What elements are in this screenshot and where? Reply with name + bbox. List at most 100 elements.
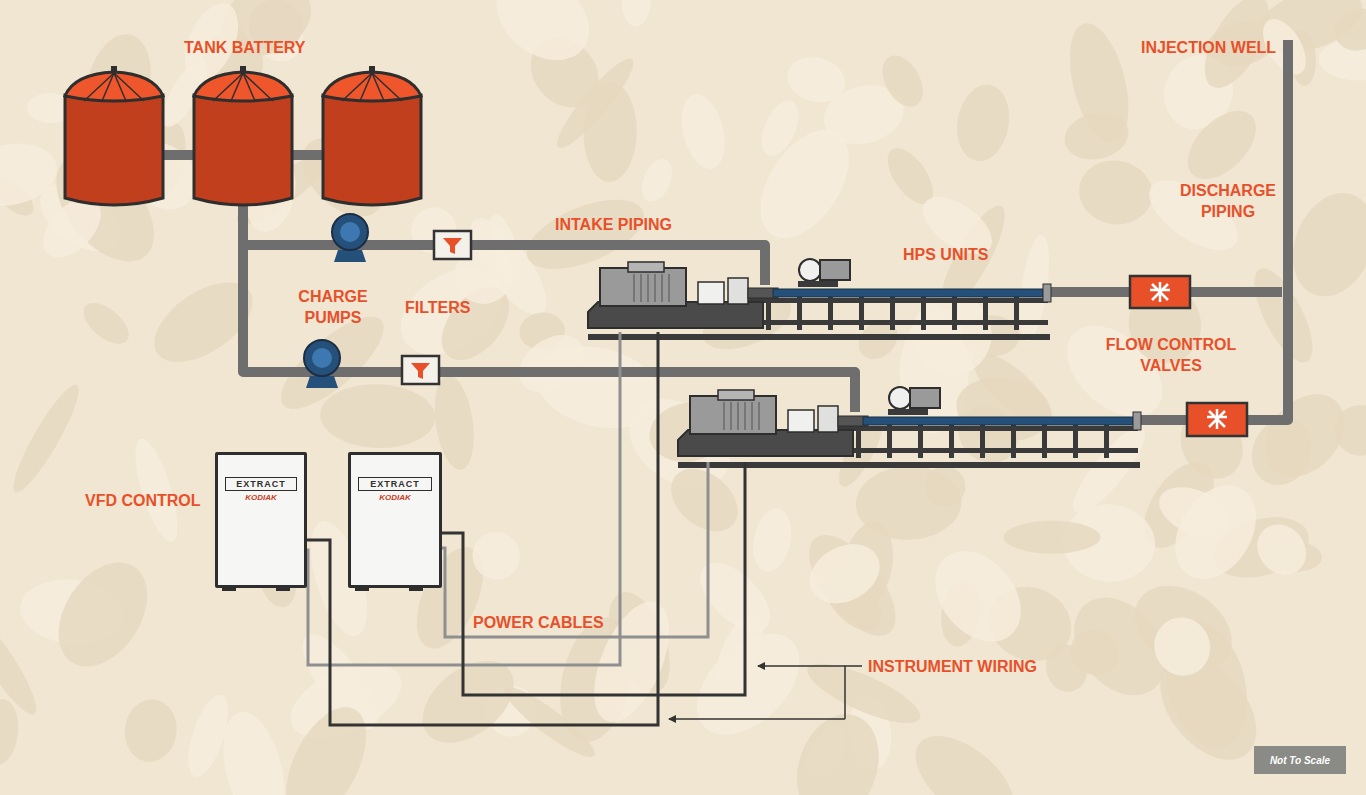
coupling bbox=[788, 410, 814, 432]
texture-blob bbox=[1063, 622, 1126, 683]
note-text: Not To Scale bbox=[1270, 755, 1330, 766]
texture-blob bbox=[952, 371, 1055, 446]
roof-rib bbox=[231, 73, 243, 101]
pump-barrel bbox=[863, 417, 1133, 425]
callout-label: HPS UNITS bbox=[903, 246, 988, 263]
post bbox=[1042, 423, 1047, 458]
charge-pump bbox=[332, 214, 368, 262]
texture-blob bbox=[508, 323, 594, 404]
instrument-wiring bbox=[290, 332, 745, 725]
motor-fin bbox=[730, 402, 732, 430]
texture-blob bbox=[748, 505, 797, 575]
mount bbox=[888, 409, 928, 415]
texture-blob bbox=[921, 463, 969, 511]
texture-blob bbox=[40, 546, 165, 683]
post bbox=[766, 295, 771, 330]
texture-blob bbox=[1334, 404, 1366, 457]
piping bbox=[160, 40, 1288, 420]
label-box: TANK BATTERY bbox=[184, 37, 305, 58]
roof-vent bbox=[111, 66, 117, 73]
motor-fin bbox=[758, 402, 760, 430]
post bbox=[949, 423, 954, 458]
label-box: POWER CABLES bbox=[473, 612, 604, 633]
label-box: FILTERS bbox=[405, 297, 470, 318]
texture-blob bbox=[621, 0, 653, 27]
label-box: CHARGE PUMPS bbox=[291, 286, 375, 328]
hps-unit bbox=[678, 387, 1141, 468]
callout-label: FLOW CONTROL VALVES bbox=[1106, 336, 1237, 374]
pump-barrel bbox=[773, 289, 1043, 297]
texture-blob bbox=[678, 615, 818, 754]
roof-rib bbox=[243, 73, 273, 101]
texture-blob bbox=[951, 80, 1015, 165]
callout-label: POWER CABLES bbox=[473, 614, 604, 631]
post bbox=[1073, 423, 1078, 458]
texture-blob bbox=[874, 49, 931, 114]
texture-blob bbox=[1175, 98, 1268, 191]
texture-blob bbox=[675, 90, 732, 174]
texture-blob bbox=[0, 136, 63, 214]
roof-rib bbox=[372, 73, 384, 101]
texture-blob bbox=[5, 379, 88, 498]
tank bbox=[65, 66, 163, 205]
texture-blob bbox=[213, 706, 296, 795]
post bbox=[1011, 423, 1016, 458]
texture-blob bbox=[1168, 399, 1255, 490]
texture-blob bbox=[1159, 470, 1273, 594]
leader-line bbox=[669, 666, 862, 719]
motor-box bbox=[718, 390, 754, 400]
roof-rib bbox=[114, 73, 144, 101]
texture-blob bbox=[1004, 521, 1101, 554]
post bbox=[859, 295, 864, 330]
roof-vent bbox=[240, 66, 246, 73]
flow-control-valve bbox=[1187, 403, 1247, 436]
flow-control-valve bbox=[1130, 276, 1190, 308]
post bbox=[890, 295, 895, 330]
texture-blob bbox=[783, 703, 892, 795]
rail bbox=[838, 426, 1138, 431]
label-box: INJECTION WELL bbox=[1141, 37, 1276, 58]
rail bbox=[838, 448, 1138, 453]
tank bbox=[194, 66, 292, 205]
callout-label: DISCHARGE PIPING bbox=[1180, 182, 1276, 220]
post bbox=[1104, 423, 1109, 458]
texture-blob bbox=[579, 591, 685, 733]
vfd-cabinet: EXTRACTKODIAK bbox=[348, 452, 442, 588]
tank-roof bbox=[323, 72, 421, 101]
texture-blob bbox=[636, 154, 678, 206]
callout-label: INJECTION WELL bbox=[1141, 39, 1276, 56]
coupling bbox=[698, 282, 724, 304]
hps-unit bbox=[588, 259, 1051, 340]
label-box: DISCHARGE PIPING bbox=[1172, 180, 1284, 222]
texture-blob bbox=[782, 51, 850, 109]
texture-blob bbox=[549, 51, 642, 155]
texture-blob bbox=[76, 295, 135, 351]
hps-units bbox=[588, 259, 1141, 468]
post bbox=[921, 295, 926, 330]
texture-blob bbox=[319, 382, 436, 450]
flange bbox=[1043, 284, 1051, 302]
motor-fin bbox=[751, 402, 753, 430]
thrust-chamber bbox=[728, 278, 748, 304]
post bbox=[797, 295, 802, 330]
label-box: INTAKE PIPING bbox=[555, 214, 672, 235]
rail bbox=[748, 320, 1048, 325]
texture-blob bbox=[918, 534, 1038, 658]
texture-blob bbox=[1074, 155, 1158, 230]
roof-rib bbox=[102, 73, 114, 101]
motor bbox=[690, 396, 776, 434]
texture-blob bbox=[659, 456, 750, 544]
texture-blob bbox=[1060, 107, 1133, 165]
motor bbox=[600, 268, 686, 306]
roof-rib bbox=[84, 73, 114, 101]
post bbox=[828, 295, 833, 330]
brand-logo: EXTRACT bbox=[358, 477, 432, 491]
motor-fin bbox=[723, 402, 725, 430]
charge-pump bbox=[304, 340, 340, 388]
label-box: HPS UNITS bbox=[903, 244, 988, 265]
callout-label: CHARGE PUMPS bbox=[298, 288, 367, 326]
motor-fin bbox=[668, 274, 670, 302]
post bbox=[918, 423, 923, 458]
label-box: VFD CONTROL bbox=[85, 490, 201, 511]
